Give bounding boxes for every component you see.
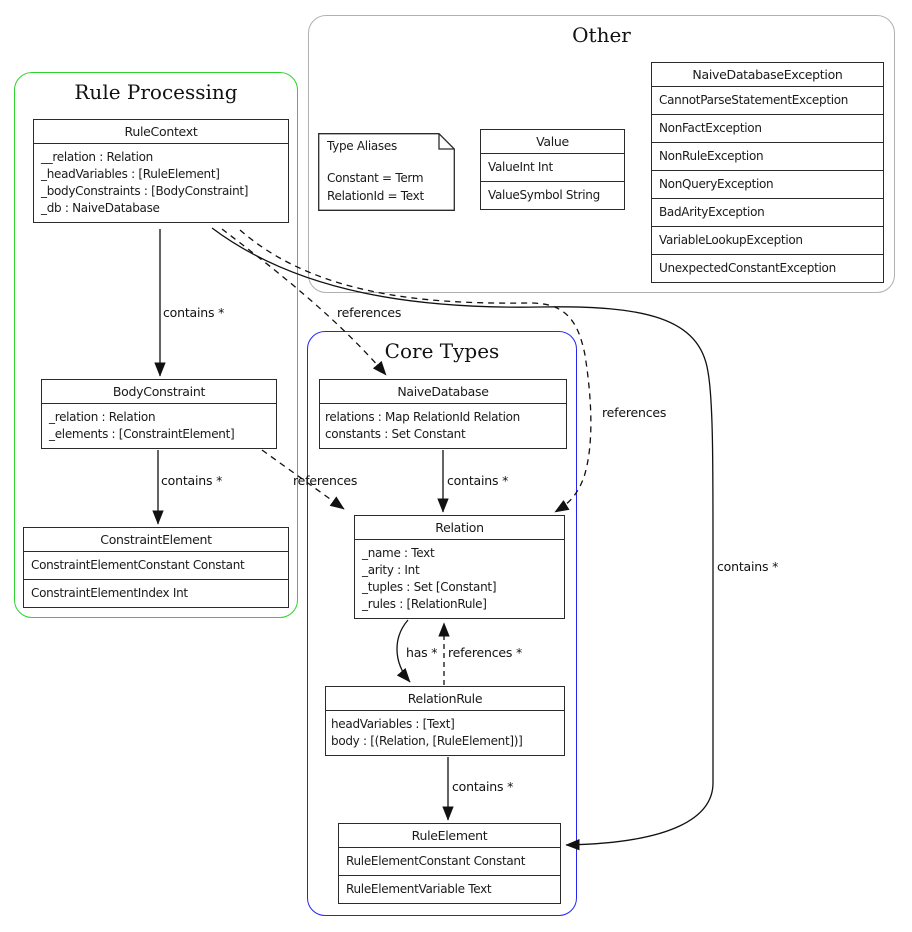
- field-line: _bodyConstraints : [BodyConstraint]: [41, 184, 249, 198]
- class-box-bodyconstraint: BodyConstraint _relation : Relation _ele…: [41, 379, 277, 449]
- note-text: Type Aliases Constant = Term RelationId …: [318, 133, 455, 211]
- constructor-row: NonFactException: [652, 114, 883, 142]
- constructor-row: ValueInt Int: [481, 153, 624, 181]
- constructor-row: ConstraintElementIndex Int: [24, 579, 288, 607]
- field-line: __relation : Relation: [41, 150, 153, 164]
- note-type-aliases: Type Aliases Constant = Term RelationId …: [318, 133, 455, 211]
- edge-label-contains-1: contains *: [163, 305, 224, 320]
- class-title-constraintelement: ConstraintElement: [100, 532, 212, 547]
- constructor-row: RuleElementVariable Text: [339, 875, 560, 903]
- constructor-row: CannotParseStatementException: [652, 86, 883, 114]
- edge-label-references-3: references: [293, 473, 357, 488]
- field-line: _arity : Int: [362, 563, 420, 577]
- group-other: Other: [308, 15, 895, 293]
- edge-rulecontext-naivedatabase: [221, 228, 387, 376]
- note-title: Type Aliases: [327, 139, 397, 153]
- constructor-row: ValueSymbol String: [481, 181, 624, 209]
- class-box-naivedatabase: NaiveDatabase relations : Map RelationId…: [319, 379, 567, 449]
- field-line: _tuples : Set [Constant]: [362, 580, 497, 594]
- group-title-other: Other: [572, 23, 631, 47]
- field-line: _relation : Relation: [49, 410, 156, 424]
- field-line: constants : Set Constant: [325, 427, 466, 441]
- class-box-rulecontext: RuleContext __relation : Relation _headV…: [33, 119, 289, 223]
- group-title-core-types: Core Types: [384, 339, 500, 363]
- edge-label-has: has *: [406, 645, 437, 660]
- class-fields-relationrule: headVariables : [Text] body : [(Relation…: [326, 710, 564, 755]
- edge-label-contains-5: contains *: [717, 559, 778, 574]
- edge-rulecontext-ruleelement: [211, 227, 714, 851]
- field-line: _elements : [ConstraintElement]: [49, 427, 235, 441]
- edge-label-contains-4: contains *: [452, 779, 513, 794]
- group-core-types: Core Types: [307, 331, 577, 916]
- class-fields-rulecontext: __relation : Relation _headVariables : […: [34, 143, 288, 222]
- class-title-ruleelement: RuleElement: [411, 828, 488, 843]
- field-line: _db : NaiveDatabase: [41, 201, 160, 215]
- note-alias: RelationId = Text: [327, 189, 424, 203]
- field-line: body : [(Relation, [RuleElement])]: [331, 734, 523, 748]
- class-box-relation: Relation _name : Text _arity : Int _tupl…: [354, 515, 565, 619]
- class-box-relationrule: RelationRule headVariables : [Text] body…: [325, 686, 565, 756]
- class-fields-relation: _name : Text _arity : Int _tuples : Set …: [355, 539, 564, 618]
- class-fields-bodyconstraint: _relation : Relation _elements : [Constr…: [42, 403, 276, 448]
- class-fields-naivedatabase: relations : Map RelationId Relation cons…: [320, 403, 566, 448]
- group-title-rule-processing: Rule Processing: [74, 80, 238, 104]
- field-line: _name : Text: [362, 546, 435, 560]
- edge-label-references-2: references: [602, 405, 666, 420]
- class-title-rulecontext: RuleContext: [124, 124, 198, 139]
- constructor-row: BadArityException: [652, 198, 883, 226]
- constructor-row: NonRuleException: [652, 142, 883, 170]
- edge-label-references-star: references *: [448, 645, 522, 660]
- edge-label-contains-2: contains *: [161, 473, 222, 488]
- edge-label-references-1: references: [337, 305, 401, 320]
- constructor-row: UnexpectedConstantException: [652, 254, 883, 282]
- edge-rulecontext-relation: [239, 229, 592, 513]
- note-alias: Constant = Term: [327, 171, 424, 185]
- field-line: relations : Map RelationId Relation: [325, 410, 520, 424]
- edge-label-contains-3: contains *: [447, 473, 508, 488]
- class-box-exceptions: NaiveDatabaseException CannotParseStatem…: [651, 62, 884, 283]
- edge-bodyconstraint-relation: [261, 449, 345, 510]
- class-title-relationrule: RelationRule: [407, 691, 483, 706]
- class-box-value: Value ValueInt Int ValueSymbol String: [480, 129, 625, 210]
- group-rule-processing: Rule Processing: [14, 72, 298, 618]
- field-line: _rules : [RelationRule]: [362, 597, 487, 611]
- constructor-row: RuleElementConstant Constant: [339, 847, 560, 875]
- field-line: _headVariables : [RuleElement]: [41, 167, 220, 181]
- class-title-exceptions: NaiveDatabaseException: [692, 67, 843, 82]
- class-title-relation: Relation: [435, 520, 484, 535]
- class-title-bodyconstraint: BodyConstraint: [112, 384, 206, 399]
- edge-relation-relationrule-has: [396, 619, 411, 683]
- constructor-row: ConstraintElementConstant Constant: [24, 551, 288, 579]
- constructor-row: VariableLookupException: [652, 226, 883, 254]
- constructor-row: NonQueryException: [652, 170, 883, 198]
- note-fold-icon: [318, 133, 455, 211]
- field-line: headVariables : [Text]: [331, 717, 455, 731]
- class-box-ruleelement: RuleElement RuleElementConstant Constant…: [338, 823, 561, 904]
- class-title-value: Value: [536, 134, 569, 149]
- class-title-naivedatabase: NaiveDatabase: [397, 384, 489, 399]
- class-box-constraintelement: ConstraintElement ConstraintElementConst…: [23, 527, 289, 608]
